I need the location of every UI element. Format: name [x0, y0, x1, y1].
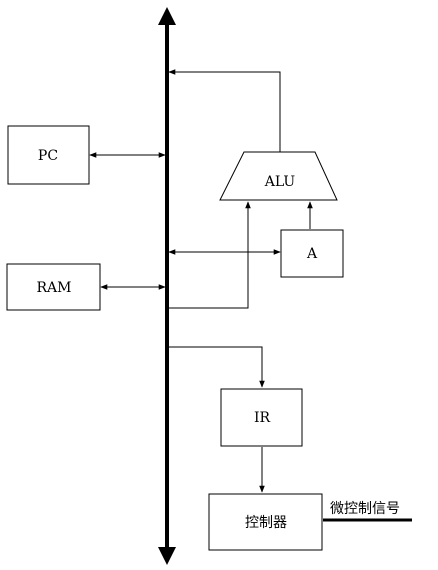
pc-label: PC: [38, 148, 58, 164]
micro-control-signal-label: 微控制信号: [330, 501, 400, 517]
bus-to-alu: [167, 201, 251, 309]
alu-block: ALU: [219, 151, 338, 201]
system-bus: [158, 7, 176, 565]
alu-output-to-bus: [168, 69, 281, 152]
bus-arrow-up-icon: [158, 7, 176, 25]
bus-arrow-down-icon: [158, 547, 176, 565]
accumulator-block: A: [280, 229, 344, 278]
controller-block: 控制器: [208, 493, 323, 551]
pc-block: PC: [7, 125, 90, 185]
ir-block: IR: [220, 388, 303, 447]
ir-label: IR: [254, 410, 271, 426]
ram-label: RAM: [37, 280, 72, 296]
accumulator-label: A: [306, 246, 318, 262]
controller-label: 控制器: [245, 515, 287, 531]
ram-block: RAM: [6, 263, 101, 311]
bus-to-ir: [167, 346, 265, 388]
alu-label: ALU: [264, 174, 296, 190]
